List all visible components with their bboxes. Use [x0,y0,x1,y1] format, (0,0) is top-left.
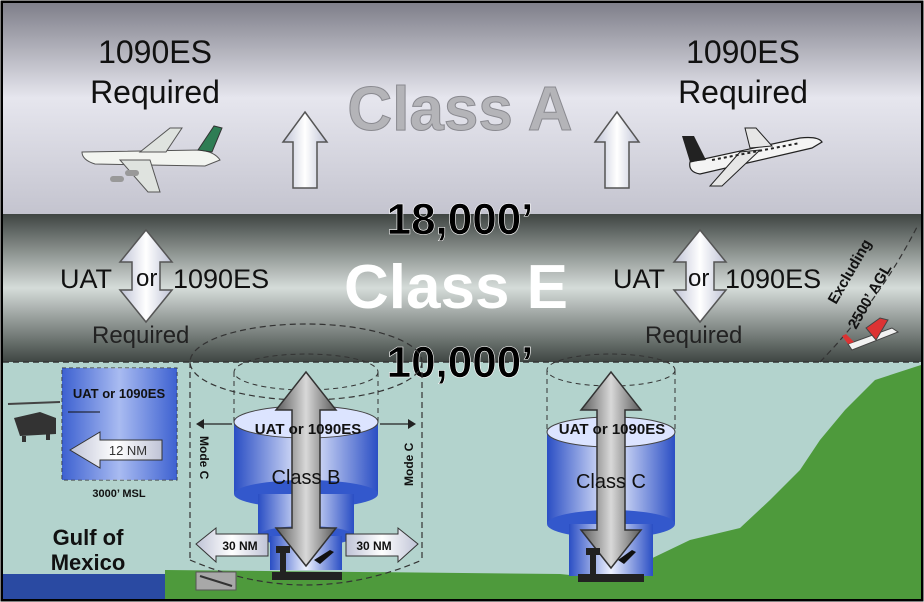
class-b-title: Class B [272,467,341,489]
gulf-msl-label: 3000’ MSL [92,488,145,500]
class-b-airport-icon [272,546,342,580]
class-a-up-arrow-right [593,110,641,189]
gulf-line2: Mexico [51,550,126,575]
altitude-18000: 18,000’ [387,195,534,244]
class-b-left-nm-label: 30 NM [222,539,257,553]
class-a-right-line1: 1090ES [686,34,800,70]
excluding-arc [819,224,919,363]
class-b-upper-outline [233,353,379,422]
class-a-title: Class A [347,75,572,144]
class-a-left-line2: Required [90,74,220,110]
land-area [165,365,921,599]
class-b-vertical-arrow [274,370,338,568]
gulf-nm-arrow [69,431,163,469]
class-e-double-arrow-left [118,228,174,324]
gulf-coverage-box [61,367,178,481]
gulf-nm-label: 12 NM [109,443,147,458]
small-plane-icon [842,317,900,351]
class-e-left-uat: UAT [60,264,112,294]
mode-c-right-arrow [380,419,416,429]
class-a-left-line1: 1090ES [98,34,212,70]
class-e-left-required: Required [92,322,189,349]
class-a-up-arrow-left [281,110,329,189]
class-c-vertical-arrow [579,370,643,570]
class-b-mode-c-outline [189,323,423,586]
mode-c-left-arrow [196,419,232,429]
class-e-right-uat: UAT [613,264,665,294]
mode-c-right-label: Mode C [402,442,416,486]
class-b-right-nm-label: 30 NM [356,539,391,553]
class-e-title: Class E [344,253,568,322]
mode-c-left-label: Mode C [197,436,211,480]
class-b-left-nm-arrow [195,526,269,564]
class-c-upper-outline [546,353,676,432]
airliner-right-icon [682,127,823,187]
class-e-right-1090: 1090ES [725,264,821,294]
class-b-right-nm-arrow [345,526,419,564]
class-e-left-or: or [136,265,157,292]
class-e-double-arrow-right [672,228,728,324]
class-e-right-required: Required [645,322,742,349]
class-e-right-or: or [688,265,709,292]
class-e-left-1090: 1090ES [173,264,269,294]
gulf-line1: Gulf of [53,525,125,550]
class-a-right-line2: Required [678,74,808,110]
class-b-uat-label: UAT or 1090ES [255,421,361,438]
small-airport-icon [195,571,237,591]
class-c-uat-label: UAT or 1090ES [559,421,665,438]
class-c-title: Class C [576,471,646,493]
helicopter-icon [7,401,61,442]
airliner-left-icon [81,125,223,193]
gulf-box-label: UAT or 1090ES [73,386,166,401]
class-c-airport-icon [578,548,644,582]
deep-water [3,574,173,599]
